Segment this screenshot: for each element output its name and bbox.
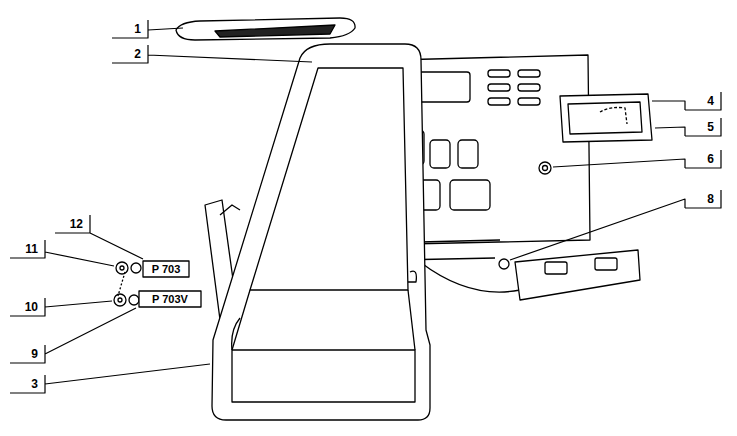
- callout-number: 8: [685, 193, 718, 205]
- callout-number: 5: [685, 121, 718, 133]
- callout-number: 1: [112, 23, 145, 35]
- callout-number: 6: [685, 153, 718, 165]
- callout-number: 12: [55, 218, 87, 230]
- callout-number: 3: [10, 378, 42, 390]
- callout-number: 9: [10, 348, 42, 360]
- callout-number: 2: [112, 48, 145, 60]
- part-marking: P 703: [144, 263, 188, 276]
- callout-number: 4: [685, 95, 718, 107]
- callout-number: 11: [10, 243, 42, 255]
- callout-number: 10: [10, 301, 42, 313]
- part-marking: P 703V: [140, 293, 200, 306]
